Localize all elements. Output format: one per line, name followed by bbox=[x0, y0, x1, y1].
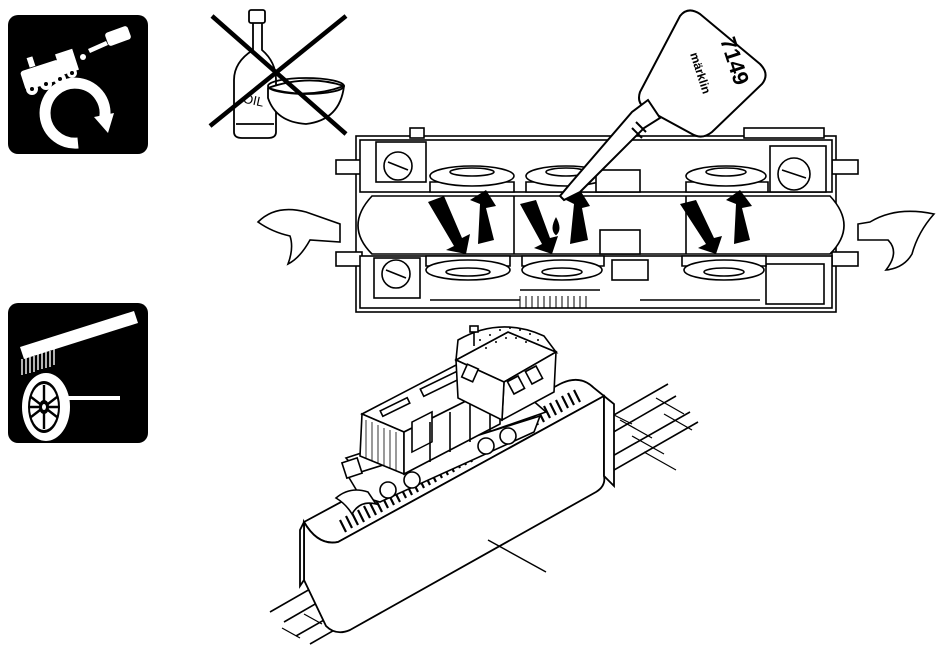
callout-line bbox=[488, 540, 546, 572]
no-oil-prohibited-icon bbox=[210, 10, 346, 138]
